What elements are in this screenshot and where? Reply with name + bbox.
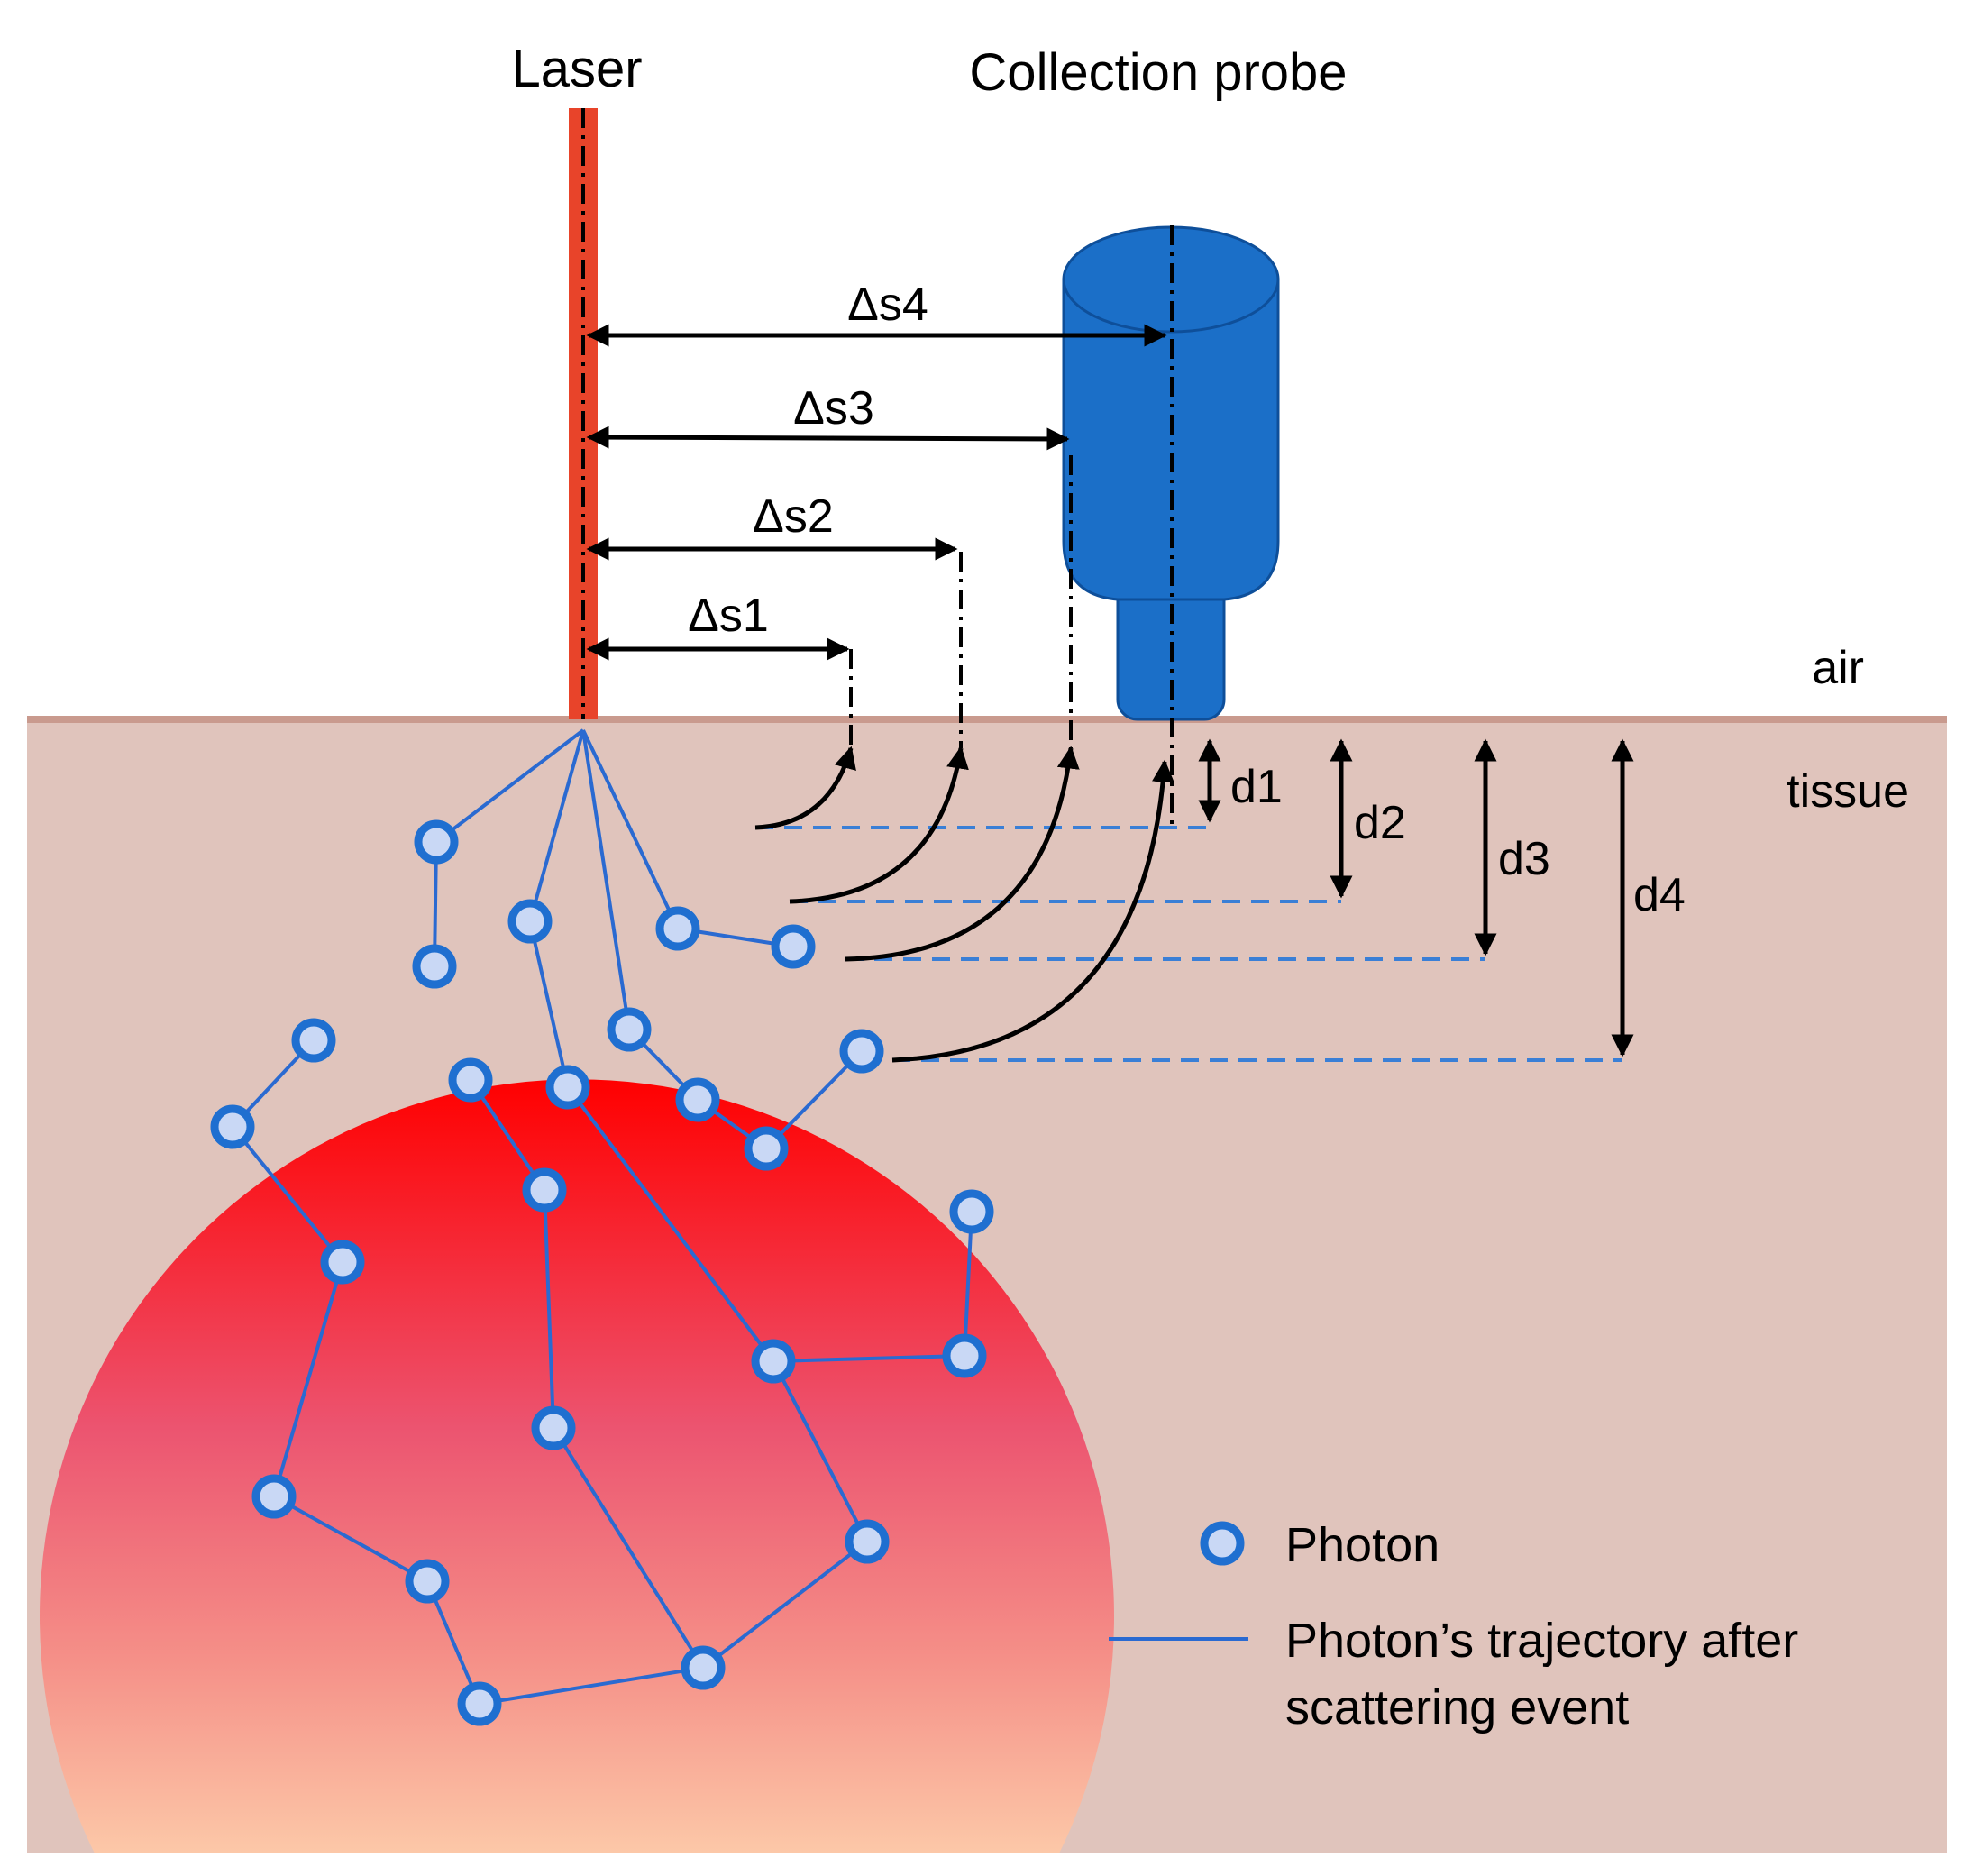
escape-path-3 — [845, 746, 1080, 962]
photon — [210, 1104, 255, 1149]
legend-trajectory-label-line2: scattering event — [1285, 1680, 1629, 1734]
photon — [522, 1167, 567, 1213]
photon — [675, 1077, 720, 1122]
legend-photon-label: Photon — [1285, 1518, 1439, 1572]
photon — [771, 924, 816, 969]
photon — [412, 944, 457, 989]
photon — [744, 1126, 789, 1171]
tissue-label: tissue — [1787, 765, 1909, 818]
d1-label: d1 — [1230, 761, 1283, 813]
escape-paths — [754, 746, 1174, 1063]
s4-label: Δs4 — [847, 279, 928, 331]
photon — [845, 1519, 890, 1564]
d4-label: d4 — [1633, 869, 1686, 921]
photon — [457, 1681, 502, 1726]
escape-path-2 — [789, 746, 969, 904]
d3-label: d3 — [1498, 833, 1550, 885]
legend: Photon Photon’s trajectory after scatter… — [1109, 1518, 1798, 1734]
photon — [942, 1333, 987, 1378]
photon — [751, 1339, 796, 1384]
laser-label: Laser — [511, 40, 642, 98]
photon — [320, 1240, 365, 1285]
legend-trajectory-label-line1: Photon’s trajectory after — [1285, 1614, 1798, 1668]
photon — [949, 1189, 994, 1234]
photon — [681, 1645, 726, 1690]
photon — [405, 1559, 450, 1604]
photon — [839, 1029, 884, 1074]
s1-label: Δs1 — [688, 590, 769, 642]
escape-path-1 — [754, 746, 856, 830]
legend-photon-marker — [1200, 1521, 1245, 1566]
photon — [545, 1065, 590, 1110]
separation-arrows — [586, 324, 1167, 661]
photon — [531, 1405, 576, 1450]
photon — [607, 1007, 652, 1052]
s2-label: Δs2 — [753, 490, 834, 543]
d2-label: d2 — [1354, 797, 1406, 849]
photon — [507, 899, 553, 944]
depth-guides — [755, 826, 1622, 1062]
photon — [251, 1474, 297, 1519]
photon — [448, 1057, 493, 1103]
photon — [291, 1018, 336, 1063]
photons — [210, 819, 994, 1726]
collection-probe-label: Collection probe — [969, 43, 1347, 102]
escape-path-4 — [891, 759, 1174, 1063]
depth-arrows — [1198, 738, 1634, 1057]
collection-probe — [1062, 225, 1280, 721]
s3-label: Δs3 — [793, 382, 874, 435]
photon — [655, 906, 700, 951]
air-label: air — [1812, 642, 1864, 694]
s3-arrow — [586, 426, 1070, 451]
photon — [414, 819, 459, 865]
